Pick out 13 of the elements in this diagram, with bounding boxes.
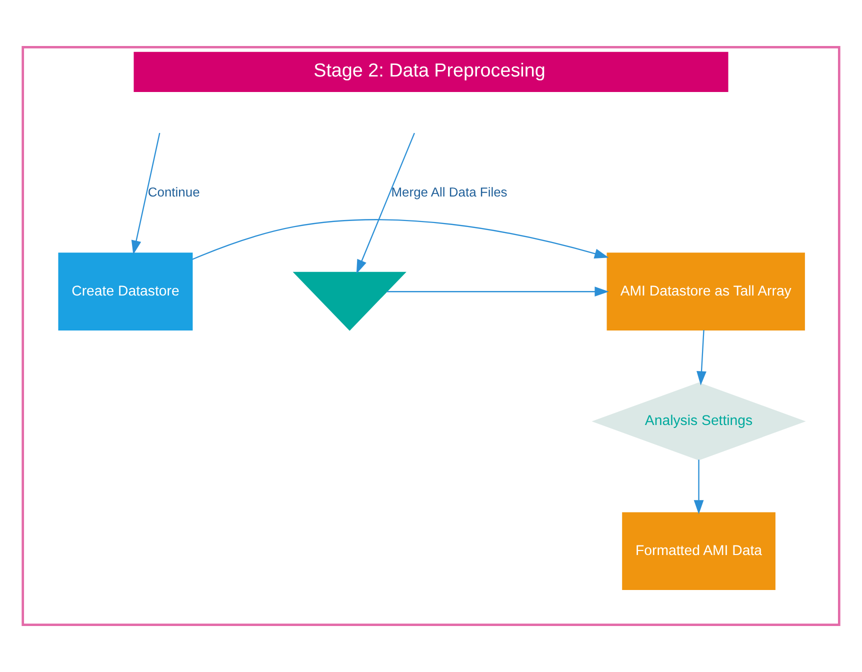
arrow — [356, 132, 415, 274]
arrow — [694, 460, 704, 514]
node-diamond: Analysis Settings — [592, 382, 806, 460]
node-hourglass — [292, 272, 406, 331]
edge-label: Continue — [148, 184, 200, 200]
node-box: AMI Datastore as Tall Array — [606, 252, 805, 331]
arrow — [696, 330, 706, 386]
node-box: Formatted AMI Data — [622, 512, 776, 590]
arrow — [192, 219, 609, 260]
edge-label: Merge All Data Files — [391, 184, 508, 200]
arrow — [131, 132, 160, 255]
arrow — [386, 286, 609, 297]
node-box: Create Datastore — [58, 252, 193, 331]
